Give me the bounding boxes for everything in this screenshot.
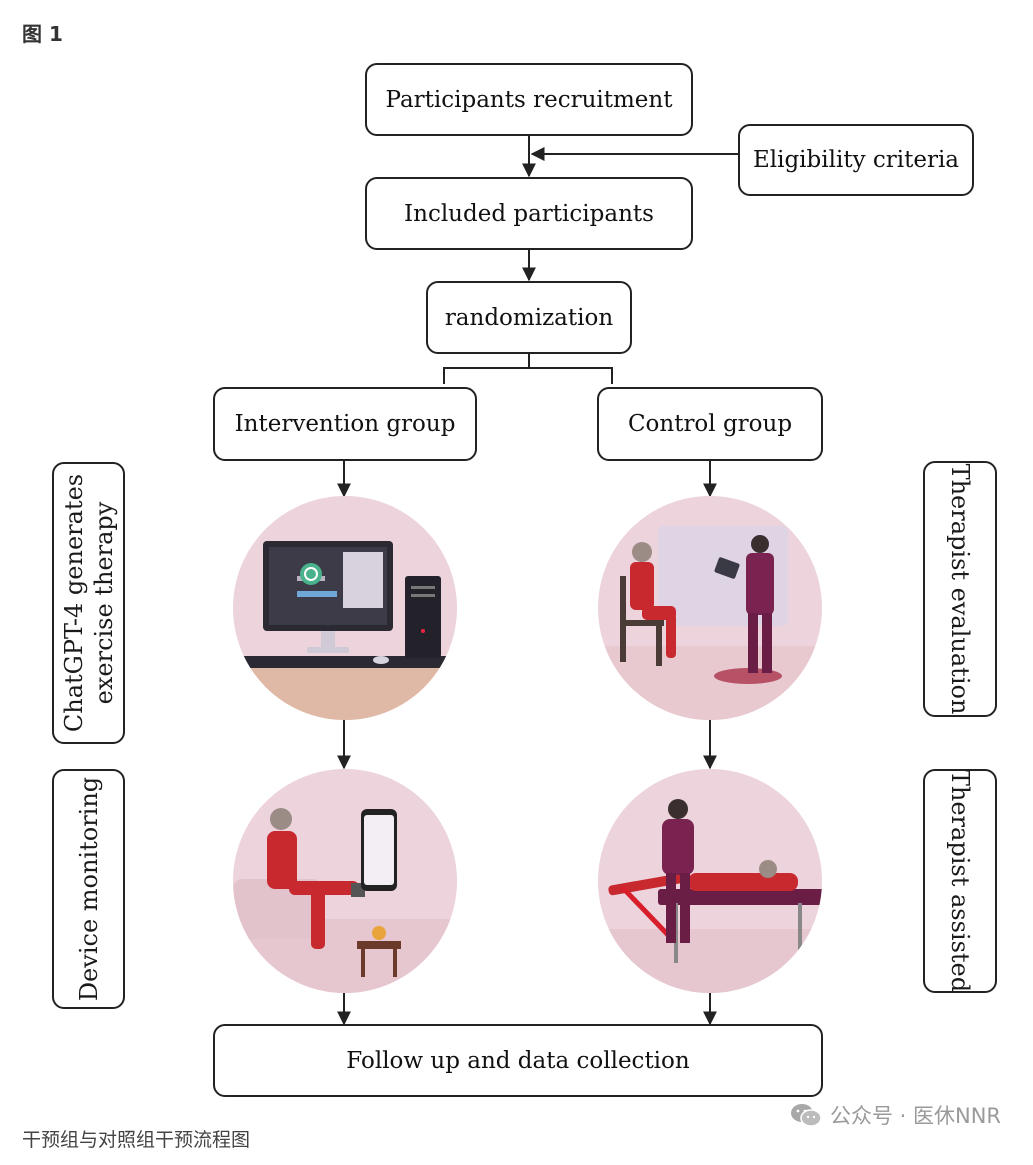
side-label-chatgpt-line2: exercise therapy — [89, 501, 118, 705]
side-label-therapist-evaluation: Therapist evaluation — [923, 461, 997, 717]
node-follow-up: Follow up and data collection — [213, 1024, 823, 1097]
illustration-computer-chatgpt — [233, 496, 457, 720]
side-label-therapist-evaluation-text: Therapist evaluation — [946, 463, 974, 715]
node-randomization: randomization — [426, 281, 632, 354]
watermark-text: 公众号 · 医休NNR — [829, 1104, 1001, 1128]
illustration-therapist-evaluation — [598, 496, 822, 720]
figure-label: 图 1 — [22, 22, 63, 46]
split-bracket — [443, 354, 530, 384]
node-included-participants: Included participants — [365, 177, 693, 250]
node-participants-recruitment: Participants recruitment — [365, 63, 693, 136]
illustration-therapist-assisted — [598, 769, 822, 993]
wechat-icon — [790, 1104, 822, 1127]
figure-caption: 干预组与对照组干预流程图 — [22, 1129, 251, 1151]
split-bracket-right — [529, 367, 613, 384]
side-label-therapist-assisted-text: Therapist assisted — [946, 769, 974, 993]
node-eligibility-criteria: Eligibility criteria — [738, 124, 974, 196]
node-intervention-group: Intervention group — [213, 387, 477, 461]
illustration-device-monitoring — [233, 769, 457, 993]
side-label-chatgpt: ChatGPT-4 generates exercise therapy — [52, 462, 125, 744]
node-control-group: Control group — [597, 387, 823, 461]
side-label-chatgpt-text: ChatGPT-4 generates exercise therapy — [59, 474, 119, 732]
side-label-device-monitoring-text: Device monitoring — [74, 776, 103, 1002]
side-label-chatgpt-line1: ChatGPT-4 generates — [59, 473, 88, 733]
watermark: 公众号 · 医休NNR — [790, 1100, 1001, 1130]
side-label-therapist-assisted: Therapist assisted — [923, 769, 997, 993]
side-label-device-monitoring: Device monitoring — [52, 769, 125, 1009]
